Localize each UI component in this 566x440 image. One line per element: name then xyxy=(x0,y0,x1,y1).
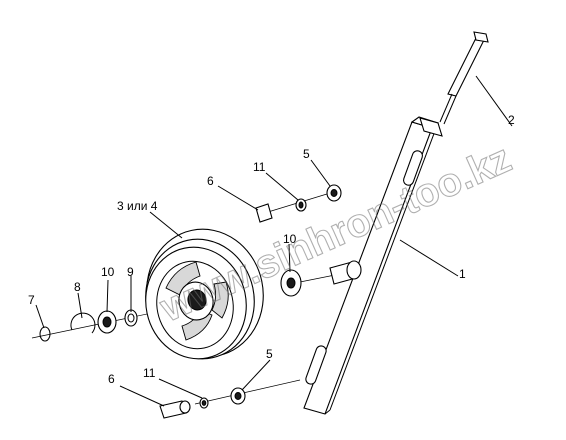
callout-9: 9 xyxy=(127,265,134,279)
callout-5-upper: 5 xyxy=(303,147,310,161)
callout-10-right: 10 xyxy=(283,232,297,246)
callout-6-lower: 6 xyxy=(108,372,115,386)
callout-10-left: 10 xyxy=(101,265,115,279)
callout-2: 2 xyxy=(508,113,515,127)
callout-1: 1 xyxy=(459,267,466,281)
callout-8: 8 xyxy=(74,280,81,294)
leader-lines xyxy=(35,75,513,407)
pulley xyxy=(145,228,264,360)
upper-slot xyxy=(403,150,423,186)
bearing-left xyxy=(97,310,117,334)
upper-nut xyxy=(255,203,273,223)
callout-6-upper: 6 xyxy=(207,174,214,188)
callout-11-upper: 11 xyxy=(253,160,266,174)
upper-fastener-set xyxy=(255,184,342,223)
long-bolt xyxy=(439,31,489,125)
bushing xyxy=(124,309,138,327)
callout-7: 7 xyxy=(28,293,35,307)
callout-11-lower: 11 xyxy=(143,366,156,380)
callout-3-or-4: 3 или 4 xyxy=(117,199,158,213)
callout-5-lower: 5 xyxy=(266,347,273,361)
bearing-right xyxy=(280,269,302,297)
bracket-plate xyxy=(303,116,443,415)
retaining-ring xyxy=(70,312,96,334)
axle-sleeve xyxy=(329,260,362,285)
callout-labels: 2 1 3 или 4 5 5 6 6 7 8 9 10 10 11 11 xyxy=(28,113,515,386)
lower-slot xyxy=(305,345,327,385)
lower-fastener-set xyxy=(159,387,246,419)
circlip xyxy=(39,326,51,342)
